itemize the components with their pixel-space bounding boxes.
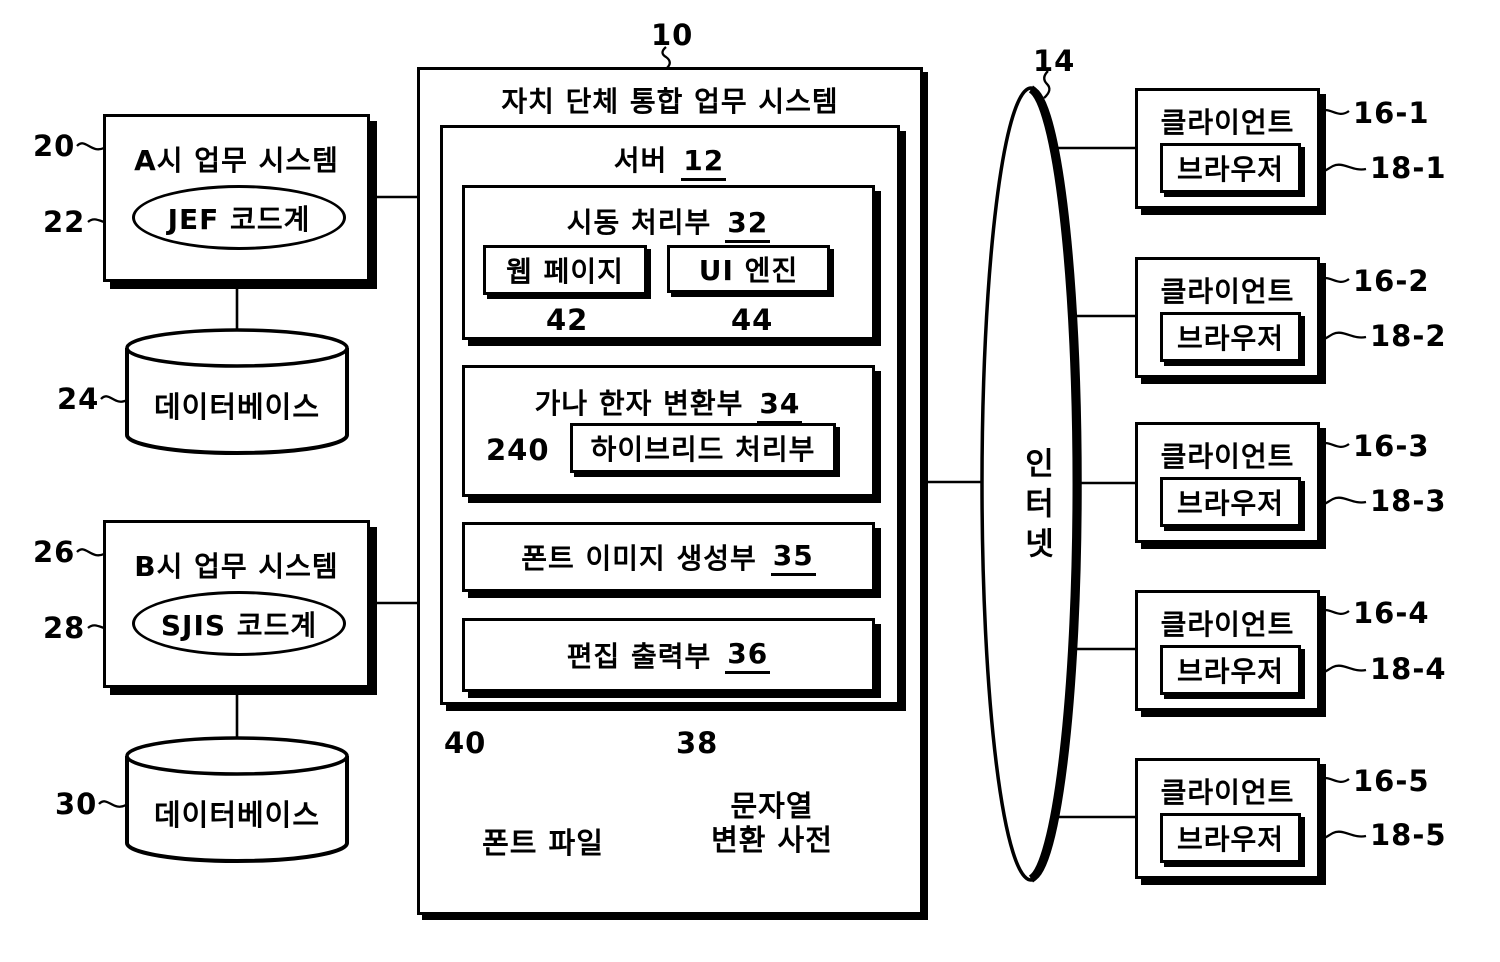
leader-26 [76, 548, 105, 557]
hybrid-processor-box: 하이브리드 처리부 [570, 423, 836, 473]
web-page-box: 웹 페이지 [483, 245, 647, 295]
client-box-4: 클라이언트 브라우저 [1135, 590, 1320, 711]
kana-kanji-converter-label: 가나 한자 변환부 [534, 387, 744, 420]
string-dictionary-label: 문자열 변환 사전 [667, 789, 877, 857]
ref-16-5: 16-5 [1353, 764, 1430, 798]
internet-label: 인터넷 [1018, 447, 1054, 567]
ui-engine-label: UI 엔진 [698, 254, 799, 287]
jef-code-oval: JEF 코드계 [132, 185, 346, 250]
ref-16-1: 16-1 [1353, 96, 1430, 130]
string-dictionary-line1: 문자열 [730, 789, 814, 823]
hybrid-processor-label: 하이브리드 처리부 [590, 433, 816, 466]
edit-output-ref: 36 [725, 637, 771, 674]
internet-ellipse-shadow [1028, 85, 1081, 883]
browser-box-3: 브라우저 [1160, 477, 1301, 527]
ref-30: 30 [55, 787, 98, 821]
ref-38: 38 [676, 726, 719, 760]
font-image-generator-label: 폰트 이미지 생성부 [521, 542, 757, 575]
server-title: 서버 12 [443, 139, 897, 181]
client-box-3: 클라이언트 브라우저 [1135, 422, 1320, 543]
jef-code-label: JEF 코드계 [167, 202, 311, 236]
ref-18-1: 18-1 [1370, 151, 1447, 185]
ref-40: 40 [444, 726, 487, 760]
leader-16-5 [1318, 777, 1350, 783]
ref-44: 44 [731, 303, 774, 337]
ref-10: 10 [651, 18, 694, 52]
ref-24: 24 [57, 382, 100, 416]
ref-18-3: 18-3 [1370, 484, 1447, 518]
ref-16-2: 16-2 [1353, 264, 1430, 298]
ref-26: 26 [33, 535, 76, 569]
ref-20: 20 [33, 129, 76, 163]
city-a-system-title: A시 업무 시스템 [134, 144, 339, 177]
browser-4-label: 브라우저 [1176, 655, 1285, 688]
client-box-1: 클라이언트 브라우저 [1135, 88, 1320, 209]
database-a-label: 데이터베이스 [153, 390, 321, 424]
city-b-system-title: B시 업무 시스템 [134, 550, 339, 583]
client-5-title: 클라이언트 [1160, 776, 1295, 809]
browser-1-label: 브라우저 [1176, 153, 1285, 186]
leader-10 [661, 46, 671, 69]
browser-2-label: 브라우저 [1176, 322, 1285, 355]
client-1-title: 클라이언트 [1160, 106, 1295, 139]
startup-processor-label: 시동 처리부 [566, 206, 712, 239]
ref-28: 28 [43, 611, 86, 645]
integrated-system-title: 자치 단체 통합 업무 시스템 [501, 85, 839, 118]
leader-16-4 [1318, 609, 1350, 615]
server-title-label: 서버 [613, 144, 668, 177]
sjis-code-oval: SJIS 코드계 [132, 591, 346, 656]
client-4-title: 클라이언트 [1160, 608, 1295, 641]
ref-18-5: 18-5 [1370, 818, 1447, 852]
leader-20 [76, 142, 105, 151]
city-b-system-box: B시 업무 시스템 SJIS 코드계 [103, 520, 370, 688]
edit-output-label: 편집 출력부 [566, 640, 712, 673]
browser-box-2: 브라우저 [1160, 312, 1301, 362]
leader-16-2 [1318, 277, 1350, 283]
font-file-label: 폰트 파일 [482, 826, 604, 860]
browser-box-5: 브라우저 [1160, 813, 1301, 863]
ui-engine-box: UI 엔진 [667, 245, 830, 293]
ref-16-4: 16-4 [1353, 596, 1430, 630]
client-3-title: 클라이언트 [1160, 440, 1295, 473]
font-image-generator-box: 폰트 이미지 생성부 35 [462, 522, 875, 592]
ref-18-4: 18-4 [1370, 652, 1447, 686]
browser-box-4: 브라우저 [1160, 645, 1301, 695]
leader-30 [98, 800, 127, 808]
database-b-label: 데이터베이스 [153, 798, 321, 832]
ref-240: 240 [486, 433, 550, 467]
ref-18-2: 18-2 [1370, 319, 1447, 353]
leader-16-3 [1318, 442, 1350, 448]
kana-kanji-converter-ref: 34 [757, 387, 803, 424]
leader-24 [100, 395, 128, 403]
client-2-title: 클라이언트 [1160, 275, 1295, 308]
server-ref: 12 [681, 144, 727, 181]
string-dictionary-line2: 변환 사전 [711, 823, 833, 857]
startup-processor-title: 시동 처리부 32 [465, 201, 872, 243]
browser-5-label: 브라우저 [1176, 823, 1285, 856]
city-a-system-box: A시 업무 시스템 JEF 코드계 [103, 114, 370, 282]
edit-output-box: 편집 출력부 36 [462, 618, 875, 692]
startup-processor-ref: 32 [725, 206, 771, 243]
web-page-label: 웹 페이지 [506, 255, 624, 288]
ref-22: 22 [43, 205, 86, 239]
browser-3-label: 브라우저 [1176, 487, 1285, 520]
sjis-code-label: SJIS 코드계 [160, 608, 318, 642]
kana-kanji-converter-title: 가나 한자 변환부 34 [465, 382, 872, 424]
font-image-generator-ref: 35 [770, 539, 816, 576]
leader-16-1 [1318, 109, 1350, 115]
client-box-2: 클라이언트 브라우저 [1135, 257, 1320, 378]
ref-42: 42 [546, 303, 589, 337]
database-a-cylinder [125, 328, 349, 455]
browser-box-1: 브라우저 [1160, 143, 1301, 193]
database-b-cylinder [125, 736, 349, 863]
ref-14: 14 [1033, 44, 1076, 78]
leader-14 [1043, 70, 1051, 99]
ref-16-3: 16-3 [1353, 429, 1430, 463]
client-box-5: 클라이언트 브라우저 [1135, 758, 1320, 879]
